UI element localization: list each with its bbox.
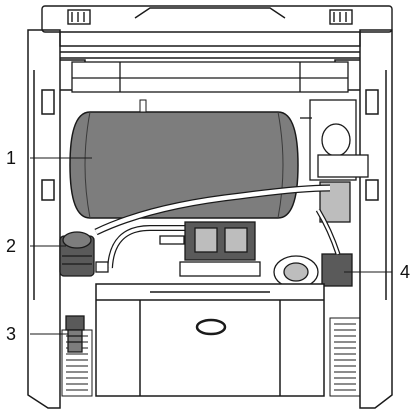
callout-3: 3 <box>6 324 16 344</box>
inner-bracket <box>71 61 349 93</box>
callout-1: 1 <box>6 148 16 168</box>
drain-fitting <box>65 315 85 353</box>
callout-2: 2 <box>6 236 16 256</box>
valve-housing <box>300 99 369 223</box>
callout-4: 4 <box>400 262 410 282</box>
filter-unit <box>59 231 109 277</box>
vent-right <box>329 317 361 397</box>
pump-motor <box>159 221 261 277</box>
leader-lines <box>30 157 392 335</box>
base-unit <box>95 283 325 397</box>
top-lid <box>41 5 393 59</box>
drain-pump <box>273 208 353 289</box>
water-tank <box>69 99 299 219</box>
hose <box>94 184 331 269</box>
